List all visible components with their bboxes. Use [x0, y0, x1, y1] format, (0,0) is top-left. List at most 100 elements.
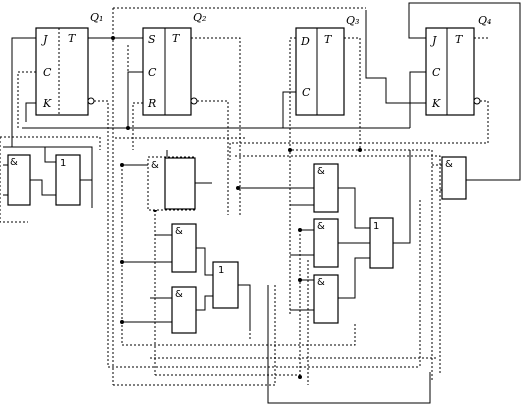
gate-4-body [171, 223, 197, 273]
gate-6-body [171, 286, 197, 334]
flip-flop-3: D C T Q₃ [295, 14, 359, 116]
gate-7: & [313, 163, 339, 213]
gate-6: & [171, 286, 197, 334]
flip-flop-2: S C R T Q₂ [142, 11, 206, 116]
gate-1-body [7, 154, 31, 206]
gate-2: 1 [55, 154, 81, 206]
flip-flop-2-output-label: Q₂ [193, 11, 206, 24]
wire-g6-to-g5 [196, 295, 213, 311]
flip-flop-2-input-s-label: S [148, 33, 156, 46]
wire-mid-bus-b [235, 155, 441, 375]
gate-9-body [313, 274, 339, 324]
flip-flop-4-input-j-label: J [430, 34, 437, 47]
flip-flop-1-input-k-label: K [42, 97, 52, 110]
gate-5: 1 [212, 261, 239, 309]
flip-flop-4-input-k-label: K [431, 97, 441, 110]
gate-7-body [313, 163, 339, 213]
gate-10-body [369, 217, 394, 269]
wire-ff2-notq [197, 100, 229, 215]
wire-q3 [344, 37, 361, 150]
flip-flop-3-input-c-label: C [302, 86, 311, 99]
dashed-wires [0, 7, 490, 386]
flip-flop-2-inverted-output [190, 97, 198, 105]
flip-flop-2-input-r-label: R [147, 97, 156, 110]
flip-flop-2-type-label: T [172, 32, 181, 45]
flip-flop-2-input-c-label: C [148, 66, 157, 79]
flip-flop-4-input-c-label: C [432, 66, 441, 79]
wire-ff1-notq [94, 100, 109, 367]
wire-ff1-k [25, 102, 36, 122]
gate-1: & [7, 154, 31, 206]
flip-flop-3-output-label: Q₃ [346, 14, 359, 27]
wire-ff2-r [132, 102, 143, 150]
flip-flop-4-inverted-output [473, 97, 481, 105]
wire-ff2-c [127, 71, 143, 128]
junction-dot [120, 163, 124, 167]
wire-ff4-notq [229, 100, 489, 160]
flip-flop-1-inverted-output [87, 97, 95, 105]
gate-4-symbol: & [175, 226, 183, 237]
junction-dot [298, 228, 302, 232]
gate-11-body [441, 156, 467, 200]
wire-g5-output [238, 284, 251, 330]
flip-flop-4-body [425, 27, 475, 116]
gate-3-symbol: & [151, 160, 159, 171]
flip-flop-4-output-label: Q₄ [478, 14, 491, 27]
wire-ff4-c [409, 71, 426, 128]
gate-6-symbol: & [175, 289, 183, 300]
gate-3: & [147, 156, 196, 211]
gate-2-body [55, 154, 81, 206]
junction-dot [111, 36, 115, 40]
flip-flop-3-type-label: T [324, 33, 333, 46]
junction-dot [120, 320, 124, 324]
wire-g2-input [44, 147, 56, 163]
wire-mid-bus-a [288, 149, 433, 380]
wire-bottom-loop [267, 285, 431, 404]
junction-dot [288, 148, 292, 152]
junction-dot [358, 148, 362, 152]
gate-4: & [171, 223, 197, 273]
gate-3-body [164, 157, 196, 210]
wire-q2 [191, 37, 241, 215]
junction-dot [298, 375, 302, 379]
junction-dot [120, 260, 124, 264]
gate-11: & [441, 156, 467, 200]
flip-flop-1-body [35, 27, 89, 116]
wire-g1-to-g2 [30, 179, 56, 196]
wire-feedback-loop [408, 2, 521, 181]
gate-10: 1 [369, 217, 394, 269]
wire-ff3-c [282, 91, 296, 128]
flip-flop-4-type-label: T [455, 33, 464, 46]
wire-ff4-k [365, 10, 426, 104]
flip-flop-1-input-j-label: J [41, 33, 48, 46]
flip-flop-4: J C K T Q₄ [425, 14, 491, 116]
wire-g9-to-g10 [338, 257, 370, 299]
gate-8-body [313, 218, 339, 268]
wire-g4-to-g5 [196, 247, 213, 276]
gate-11-symbol: & [445, 159, 453, 170]
solid-wires [3, 2, 521, 404]
gate-10-symbol: 1 [373, 221, 379, 232]
gate-5-body [212, 261, 239, 309]
gate-5-symbol: 1 [218, 265, 224, 276]
wire-low-bus-a [122, 322, 356, 346]
flip-flop-1-output-label: Q₁ [90, 11, 103, 24]
gate-2-symbol: 1 [60, 158, 66, 169]
gate-8-symbol: & [317, 221, 325, 232]
flip-flop-1: J C K T Q₁ [35, 11, 103, 116]
flip-flop-3-body [295, 27, 345, 116]
junction-dot [298, 278, 302, 282]
gate-1-symbol: & [10, 157, 18, 168]
wire-g10-output [393, 150, 411, 244]
gate-8: & [313, 218, 339, 268]
gate-9: & [313, 274, 339, 324]
wire-ff3-d [289, 37, 296, 315]
wire-g7-to-g10 [338, 187, 370, 229]
wire-left-enclosure [3, 146, 93, 208]
junction-dot [126, 126, 130, 130]
junction-dot [236, 186, 240, 190]
flip-flop-1-input-c-label: C [43, 66, 52, 79]
gate-7-symbol: & [317, 166, 325, 177]
wire-left-top-rail [0, 136, 101, 150]
